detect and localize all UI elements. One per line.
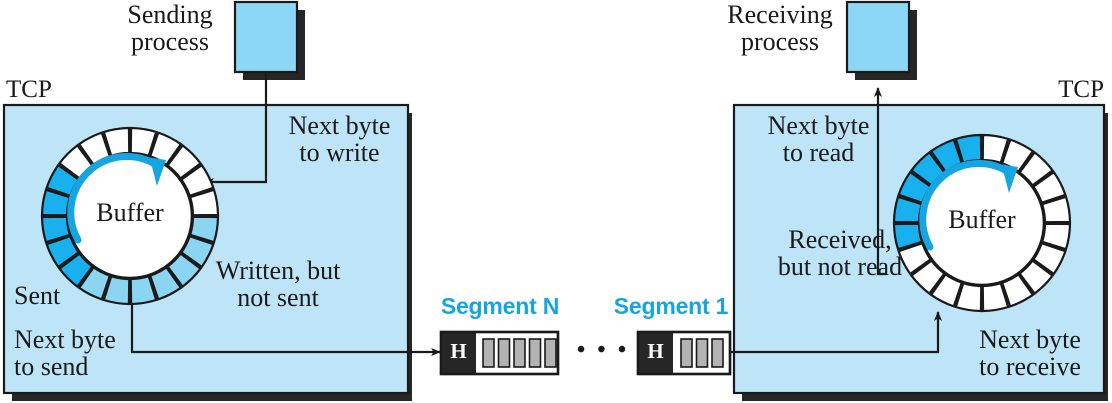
right-buffer-rotation-arrowhead	[993, 163, 1018, 193]
segment-n-label: Segment N	[440, 293, 560, 319]
next-byte-to-read-label: Next byte to read	[767, 111, 870, 167]
segment-1	[636, 330, 732, 376]
right-tcp-label: TCP	[1058, 76, 1104, 103]
segment-1-data-cell	[711, 338, 724, 368]
segment-1-data-cell	[680, 338, 693, 368]
segment-n-data-cell	[513, 338, 526, 368]
left-buffer-rotation-arrow	[67, 153, 162, 244]
next-byte-to-send-connector	[130, 298, 441, 357]
next-byte-to-read-connector	[874, 87, 886, 276]
receiving-process-label: Receiving process	[727, 0, 833, 56]
next-byte-to-write-label: Next byte to write	[288, 111, 391, 167]
segment-n-header-cell	[441, 332, 476, 374]
segment-n-data-cell	[497, 338, 511, 368]
left-buffer-label: Buffer	[96, 198, 164, 227]
sending-process-box	[233, 0, 299, 74]
left-buffer-rotation-arrowhead	[141, 156, 166, 186]
segment-n-header-letter: H	[450, 339, 467, 363]
segment-n-data-cell	[482, 338, 495, 368]
left-tcp-label: TCP	[6, 76, 52, 103]
segments-ellipsis: • • •	[576, 337, 630, 363]
sent-label: Sent	[14, 281, 61, 310]
sending-process-label: Sending process	[127, 0, 213, 56]
segment-n	[439, 330, 560, 376]
next-byte-to-send-label: Next byte to send	[14, 325, 116, 381]
receiving-process-box	[845, 0, 911, 74]
written-but-not-sent-label: Written, but not sent	[215, 256, 341, 312]
next-byte-to-receive-label: Next byte to receive	[979, 325, 1081, 381]
segment-1-header-letter: H	[647, 339, 664, 363]
segment-1-header-cell	[638, 332, 673, 374]
segment-1-label: Segment 1	[613, 293, 729, 319]
right-buffer-rotation-arrow	[919, 160, 1014, 251]
left-buffer-ring	[40, 126, 220, 306]
next-byte-to-write-connector	[204, 72, 268, 186]
next-byte-to-receive-connector	[730, 311, 943, 354]
right-buffer-label: Buffer	[948, 205, 1016, 234]
segment-n-data-cell	[544, 338, 557, 368]
segment-n-data-cell	[528, 338, 542, 368]
segment-1-data-cell	[695, 338, 709, 368]
received-but-not-read-label: Received, but not read	[777, 225, 903, 281]
